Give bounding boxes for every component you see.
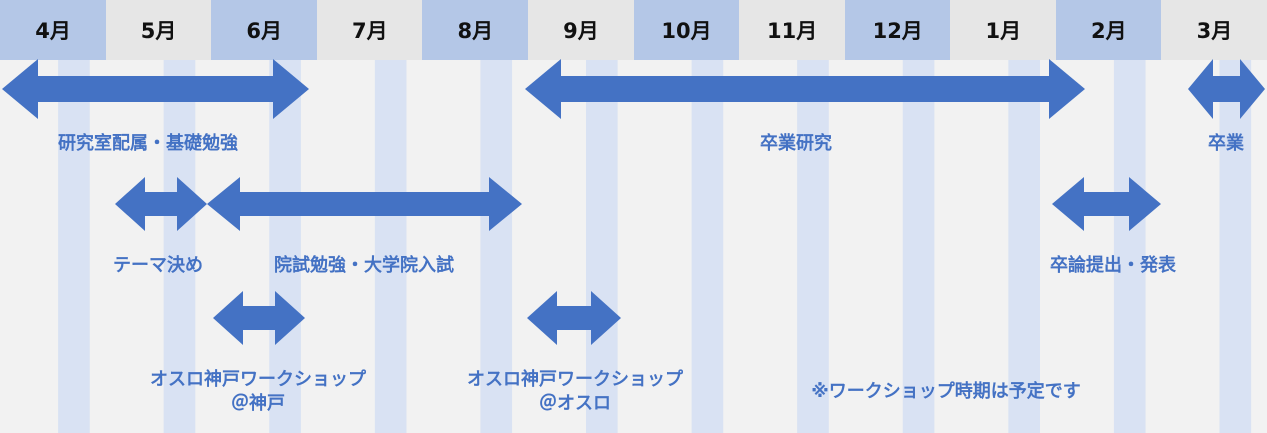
background-stripe — [269, 60, 301, 433]
month-header-cell: 3月 — [1161, 0, 1267, 60]
background-stripe — [1008, 60, 1040, 433]
lab-assignment-label: 研究室配属・基礎勉強 — [58, 133, 238, 154]
background-stripe — [163, 60, 196, 433]
month-header-cell: 5月 — [105, 0, 212, 60]
month-header-cell: 6月 — [211, 0, 318, 60]
schedule-note: ※ワークショップ時期は予定です — [811, 381, 1081, 402]
theme-decision-label: テーマ決め — [113, 255, 203, 276]
workshop-kobe-arrow — [213, 291, 305, 345]
workshop-oslo-label-line1: オスロ神戸ワークショップ — [467, 369, 683, 390]
month-header-cell: 12月 — [844, 0, 951, 60]
background-stripe — [585, 60, 618, 433]
grad-school-exam-arrow — [207, 177, 522, 231]
month-header-cell: 2月 — [1055, 0, 1162, 60]
workshop-oslo-label-line2: ＠オスロ — [539, 393, 611, 414]
month-header-cell: 1月 — [950, 0, 1057, 60]
thesis-submission-arrow — [1052, 177, 1161, 231]
month-header-cell: 10月 — [633, 0, 740, 60]
thesis-submission-label: 卒論提出・発表 — [1050, 255, 1176, 276]
lab-assignment-arrow — [2, 59, 309, 119]
graduation-research-label: 卒業研究 — [760, 133, 832, 154]
theme-decision-arrow — [115, 177, 207, 231]
month-header-cell: 7月 — [316, 0, 423, 60]
workshop-kobe-label-line1: オスロ神戸ワークショップ — [150, 369, 366, 390]
background-stripe — [1219, 60, 1252, 433]
month-header-cell: 11月 — [739, 0, 846, 60]
graduation-arrow — [1188, 59, 1265, 119]
background-stripe — [480, 60, 513, 433]
graduation-label: 卒業 — [1208, 133, 1244, 154]
workshop-kobe-label-line2: ＠神戸 — [231, 393, 285, 414]
background-stripe — [58, 60, 90, 433]
workshop-kobe-label: オスロ神戸ワークショップ ＠神戸 — [150, 368, 366, 416]
background-stripe — [374, 60, 407, 433]
background-stripe — [902, 60, 935, 433]
workshop-oslo-arrow — [527, 291, 621, 345]
grad-school-exam-label: 院試勉強・大学院入試 — [274, 255, 454, 276]
background-stripe — [691, 60, 724, 433]
background-stripe — [797, 60, 829, 433]
month-header-cell: 4月 — [0, 0, 107, 60]
graduation-research-arrow — [525, 59, 1085, 119]
month-header-cell: 9月 — [527, 0, 634, 60]
background-stripe — [1113, 60, 1146, 433]
month-header-cell: 8月 — [422, 0, 529, 60]
workshop-oslo-label: オスロ神戸ワークショップ ＠オスロ — [467, 368, 683, 416]
